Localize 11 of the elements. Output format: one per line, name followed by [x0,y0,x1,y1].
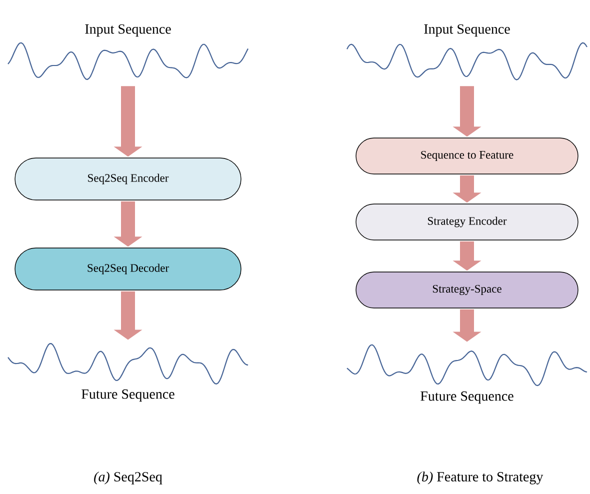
node-text: Input Sequence [85,24,171,37]
node-text: Input Sequence [424,24,510,37]
process-box: Sequence to Feature [356,138,578,174]
caption: (b) Feature to Strategy [417,472,544,484]
caption: (a) Seq2Seq [94,472,162,484]
process-box: Strategy-Space [356,272,578,308]
process-box: Strategy Encoder [356,204,578,240]
process-box: Seq2Seq Encoder [14,158,242,200]
process-box: Seq2Seq Decoder [14,248,242,290]
node-text: Future Sequence [82,389,174,402]
node-text: Future Sequence [420,391,514,404]
